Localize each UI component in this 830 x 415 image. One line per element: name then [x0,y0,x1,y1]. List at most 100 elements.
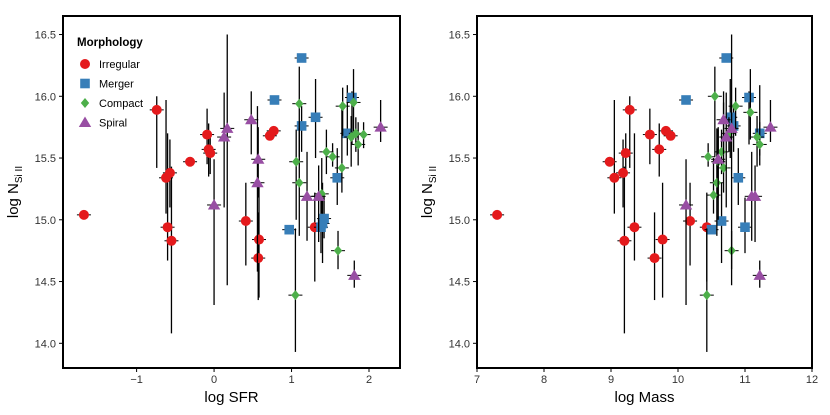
data-point-spiral [252,153,265,164]
y-axis-title-subscript: Si II [14,166,25,183]
data-point-irregular [657,234,668,245]
data-point-spiral [217,131,231,142]
data-point-irregular [685,216,696,227]
data-point-irregular [254,234,265,245]
data-point-merger [721,53,732,63]
data-point-irregular [629,222,640,233]
data-point-compact [359,129,368,140]
x-tick-label: 7 [474,374,480,386]
x-axis-title: log Mass [614,389,674,406]
data-point-irregular [166,235,177,246]
series-compact [288,66,371,352]
data-point-compact [337,162,347,173]
data-point-irregular [618,167,629,178]
series-irregular [490,96,714,334]
y-axis-title: log NSi II [419,166,439,218]
x-tick-label: 12 [806,374,818,386]
y-tick-label: 16.5 [35,30,56,42]
series-irregular [76,96,322,334]
data-point-spiral [300,190,314,201]
legend-label-merger: Merger [99,79,134,91]
data-point-compact [709,190,718,201]
plot-frame [476,15,813,369]
data-point-compact [322,146,331,157]
data-point-compact [333,245,343,256]
legend-marker-spiral [78,116,92,127]
data-point-merger [342,128,353,139]
y-axis-title-main: log N [5,183,22,218]
data-point-irregular [609,172,620,183]
data-point-irregular [654,144,665,155]
data-point-irregular [240,216,251,227]
data-point-spiral [348,269,361,280]
x-tick-label: 0 [211,374,217,386]
data-point-spiral [720,131,733,142]
data-point-irregular [620,148,631,159]
legend-title: Morphology [77,37,143,49]
data-point-merger [706,224,717,235]
y-axis-title: log NSi II [5,166,25,218]
data-point-compact [291,156,301,167]
plot-frame [62,15,401,369]
data-point-irregular [644,129,655,140]
data-point-merger [284,224,295,235]
data-point-spiral [312,190,325,201]
data-point-irregular [619,235,630,246]
x-tick-label: −1 [130,374,143,386]
data-point-merger [725,112,736,123]
series-spiral [207,34,388,306]
data-point-merger [269,95,280,105]
data-point-compact [717,146,726,157]
data-point-compact [719,162,728,173]
y-tick-label: 15.0 [35,215,56,227]
data-point-merger [733,172,744,183]
data-point-compact [338,101,347,112]
data-point-spiral [753,269,766,280]
x-tick-label: 8 [541,374,547,386]
x-tick-label: 10 [672,374,684,386]
data-point-compact [724,128,734,139]
x-tick-label: 9 [608,374,614,386]
legend-label-compact: Compact [99,98,143,110]
data-point-compact [328,151,337,162]
data-point-merger [296,53,307,63]
legend-marker-merger [80,78,90,89]
data-point-irregular [492,209,503,220]
legend-label-irregular: Irregular [99,59,140,71]
data-point-merger [681,95,691,105]
data-point-irregular [604,156,615,167]
legend-label-spiral: Spiral [99,118,127,130]
y-tick-label: 14.0 [449,338,470,350]
data-point-spiral [245,113,258,125]
data-point-merger [716,216,727,226]
y-axis-title-main: log N [419,183,436,218]
data-point-irregular [268,125,279,136]
y-tick-label: 16.0 [35,91,56,103]
data-point-spiral [717,113,730,125]
data-points [490,34,778,352]
data-point-compact [746,107,755,118]
data-point-compact [349,97,358,108]
data-point-irregular [185,156,196,167]
data-point-spiral [712,153,725,164]
legend-marker-compact [80,98,90,108]
data-point-merger [332,172,343,183]
data-point-spiral [679,198,693,210]
data-point-compact [703,151,713,162]
data-point-spiral [251,176,264,188]
data-point-merger [296,121,307,131]
data-point-compact [731,101,740,112]
data-point-irregular [253,253,264,264]
data-point-merger [740,222,750,232]
x-tick-label: 11 [739,374,750,386]
data-point-compact [712,177,722,188]
y-tick-label: 16.5 [449,30,470,42]
data-point-irregular [162,222,173,233]
data-point-spiral [748,190,762,201]
data-point-irregular [649,253,660,264]
x-tick-label: 2 [366,374,372,386]
data-point-merger [744,92,754,103]
